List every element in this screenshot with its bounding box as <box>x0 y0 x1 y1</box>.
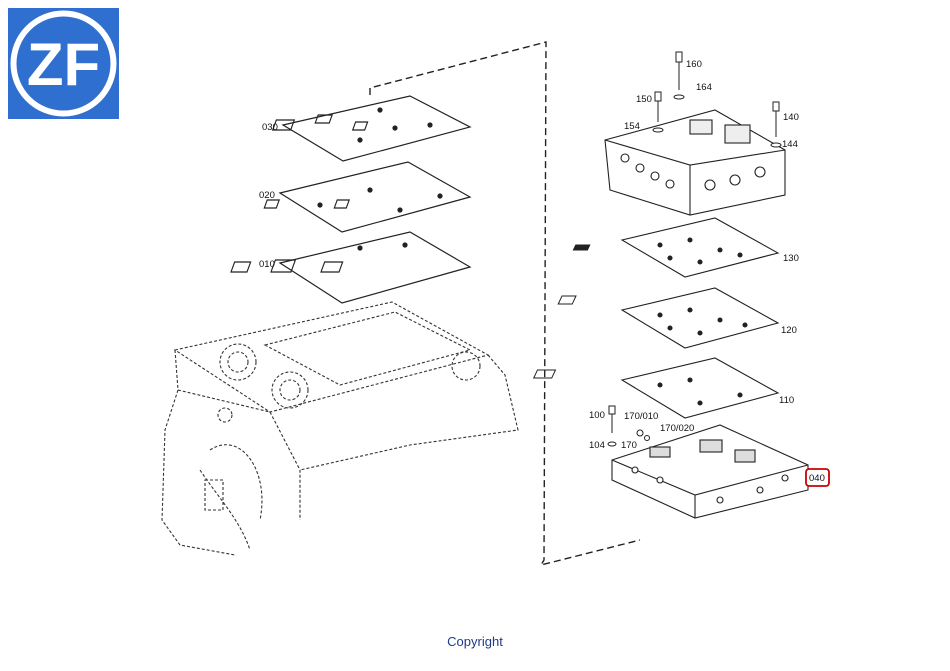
svg-text:164: 164 <box>696 82 712 93</box>
bolt-140[interactable] <box>772 101 780 137</box>
callout-150[interactable]: 150 <box>636 94 652 105</box>
callout-164[interactable]: 164 <box>696 82 712 93</box>
svg-text:030: 030 <box>262 122 278 133</box>
svg-text:150: 150 <box>636 94 652 105</box>
zf-logo: ZF <box>8 8 119 119</box>
callout-040-highlighted[interactable]: 040 <box>805 468 830 487</box>
svg-text:140: 140 <box>783 112 799 123</box>
svg-text:ZF: ZF <box>27 31 100 98</box>
bolt-160[interactable] <box>675 51 683 90</box>
svg-text:170/010: 170/010 <box>624 411 658 422</box>
plate-110[interactable] <box>532 357 780 419</box>
callout-170-020[interactable]: 170/020 <box>660 423 694 434</box>
svg-text:170: 170 <box>621 440 637 451</box>
copyright-footer: Copyright <box>0 634 950 649</box>
svg-text:154: 154 <box>624 121 640 132</box>
svg-text:144: 144 <box>782 139 798 150</box>
callout-170-010[interactable]: 170/010 <box>624 411 658 422</box>
bolt-150[interactable] <box>654 91 662 122</box>
plate-120[interactable] <box>557 287 780 349</box>
callout-140[interactable]: 140 <box>783 112 799 123</box>
callout-160[interactable]: 160 <box>686 59 702 70</box>
plate-010[interactable] <box>230 231 472 304</box>
pin-170[interactable] <box>636 429 650 441</box>
svg-text:100: 100 <box>589 410 605 421</box>
callout-100[interactable]: 100 <box>589 410 605 421</box>
svg-text:010: 010 <box>259 259 275 270</box>
callout-130[interactable]: 130 <box>783 253 799 264</box>
callout-154[interactable]: 154 <box>624 121 640 132</box>
callout-104[interactable]: 104 <box>589 440 605 451</box>
bolt-100[interactable] <box>608 405 616 433</box>
washer-144[interactable] <box>770 142 782 148</box>
plate-130[interactable] <box>572 217 780 278</box>
callout-110[interactable]: 110 <box>779 395 794 406</box>
callout-170[interactable]: 170 <box>621 440 637 451</box>
callout-030[interactable]: 030 <box>262 122 278 133</box>
transmission-housing[interactable] <box>161 301 519 556</box>
svg-text:120: 120 <box>781 325 797 336</box>
valve-body-lower-040[interactable] <box>611 424 809 519</box>
plate-030[interactable] <box>271 95 472 162</box>
washer-104[interactable] <box>607 441 617 447</box>
svg-text:104: 104 <box>589 440 605 451</box>
svg-text:130: 130 <box>783 253 799 264</box>
plate-020[interactable] <box>263 161 472 233</box>
valve-body-upper[interactable] <box>604 109 786 216</box>
callout-020[interactable]: 020 <box>259 190 275 201</box>
svg-text:170/020: 170/020 <box>660 423 694 434</box>
callout-010[interactable]: 010 <box>259 259 275 270</box>
svg-text:160: 160 <box>686 59 702 70</box>
dashed-assembly-line <box>369 41 641 567</box>
svg-text:110: 110 <box>779 395 794 406</box>
svg-text:020: 020 <box>259 190 275 201</box>
washer-154[interactable] <box>652 127 664 133</box>
copyright-link[interactable]: Copyright <box>447 634 503 649</box>
callout-144[interactable]: 144 <box>782 139 798 150</box>
washer-164[interactable] <box>673 94 685 100</box>
callout-120[interactable]: 120 <box>781 325 797 336</box>
svg-text:040: 040 <box>809 473 825 484</box>
